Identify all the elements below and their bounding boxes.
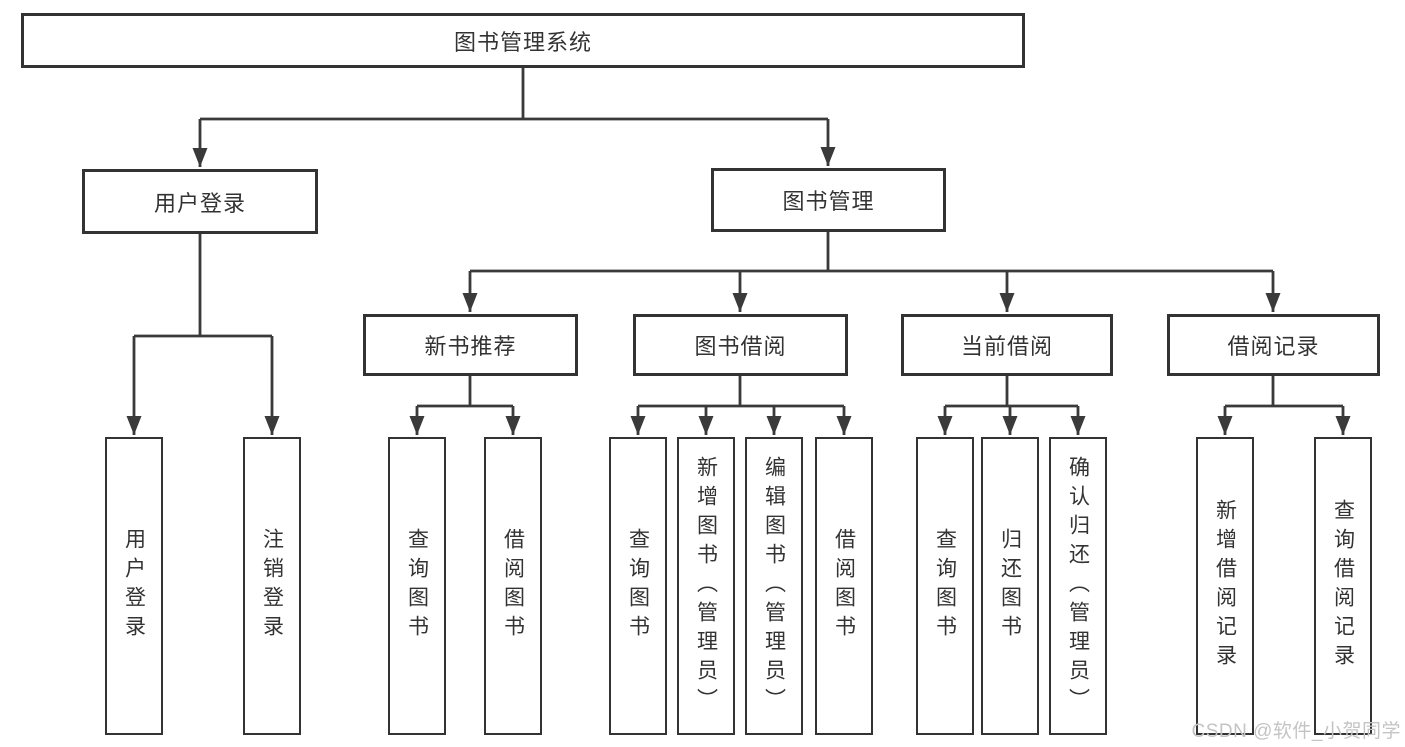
leaf-bor-borrow-books-label: 借阅图书	[832, 528, 856, 644]
node-borrow-records: 借阅记录	[1167, 314, 1380, 376]
node-book-borrow: 图书借阅	[633, 314, 848, 376]
node-book-management: 图书管理	[711, 168, 946, 232]
leaf-cur-confirm-return: 确认归还（管理员）	[1049, 437, 1107, 735]
leaf-cur-confirm-return-label: 确认归还（管理员）	[1066, 455, 1090, 717]
connector-trunks	[134, 68, 1343, 408]
csdn-watermark: CSDN @软件_小贺同学	[1191, 721, 1401, 742]
node-library-management-system: 图书管理系统	[21, 13, 1025, 68]
leaf-logout: 注销登录	[243, 437, 301, 735]
leaf-rec-borrow-books: 借阅图书	[484, 437, 542, 735]
leaf-rec-query-books: 查询图书	[388, 437, 446, 735]
leaf-bor-query-books: 查询图书	[609, 437, 667, 735]
leaf-rec-borrow-books-label: 借阅图书	[501, 528, 525, 644]
leaf-cur-return-books-label: 归还图书	[998, 528, 1022, 644]
leaf-bor-query-books-label: 查询图书	[626, 528, 650, 644]
leaf-bor-add-books-label: 新增图书（管理员）	[694, 455, 718, 717]
leaf-cur-query-books-label: 查询图书	[933, 528, 957, 644]
leaf-user-login: 用户登录	[105, 437, 163, 735]
leaf-query-borrow-record-label: 查询借阅记录	[1331, 499, 1355, 673]
leaf-bor-edit-books-label: 编辑图书（管理员）	[762, 455, 786, 717]
leaf-bor-edit-books: 编辑图书（管理员）	[745, 437, 803, 735]
leaf-add-borrow-record: 新增借阅记录	[1196, 437, 1254, 735]
leaf-add-borrow-record-label: 新增借阅记录	[1213, 499, 1237, 673]
leaf-bor-add-books: 新增图书（管理员）	[677, 437, 735, 735]
leaf-cur-query-books: 查询图书	[916, 437, 974, 735]
leaf-logout-label: 注销登录	[260, 528, 284, 644]
node-new-book-recommend: 新书推荐	[363, 314, 578, 376]
leaf-query-borrow-record: 查询借阅记录	[1314, 437, 1372, 735]
leaf-cur-return-books: 归还图书	[981, 437, 1039, 735]
leaf-bor-borrow-books: 借阅图书	[815, 437, 873, 735]
leaf-rec-query-books-label: 查询图书	[405, 528, 429, 644]
node-current-borrow: 当前借阅	[901, 314, 1113, 376]
node-user-login: 用户登录	[82, 169, 318, 234]
leaf-user-login-label: 用户登录	[122, 528, 146, 644]
